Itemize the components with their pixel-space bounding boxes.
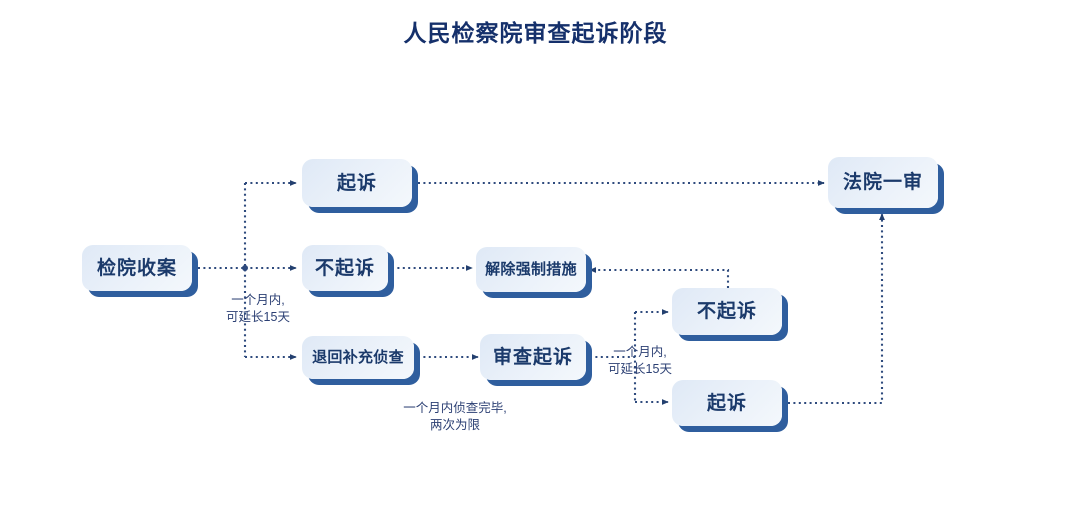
node-no-prosecute-right-label: 不起诉 [696, 301, 757, 322]
edge-no-prosecute-right-to-release [589, 267, 730, 288]
edge-label-intake-time: 一个月内, 可延长15天 [226, 293, 290, 324]
node-return-supplement[interactable]: 退回补充侦查 [302, 336, 414, 379]
node-return-supplement-label: 退回补充侦查 [312, 349, 404, 366]
node-prosecute-top-label: 起诉 [336, 172, 377, 194]
branch-junction-dot [242, 265, 248, 271]
node-intake[interactable]: 检院收案 [82, 245, 192, 291]
node-review-prosecution[interactable]: 审查起诉 [480, 334, 586, 380]
node-prosecute-right[interactable]: 起诉 [672, 380, 782, 426]
node-court-first-trial[interactable]: 法院一审 [828, 157, 938, 208]
edge-label-supplement-time: 一个月内侦查完毕, 两次为限 [403, 401, 507, 432]
node-prosecute-right-label: 起诉 [706, 392, 747, 414]
node-no-prosecute-right[interactable]: 不起诉 [672, 288, 782, 335]
node-release-measures-label: 解除强制措施 [485, 261, 577, 278]
page-title: 人民检察院审查起诉阶段 [403, 20, 668, 46]
edge-label-review-time: 一个月内, 可延长15天 [608, 345, 672, 376]
node-prosecute-top[interactable]: 起诉 [302, 159, 412, 207]
node-no-prosecute-mid-label: 不起诉 [314, 257, 375, 279]
edge-prosecute-right-to-court [788, 213, 885, 405]
node-release-measures[interactable]: 解除强制措施 [476, 247, 586, 292]
node-intake-label: 检院收案 [96, 257, 177, 279]
node-no-prosecute-mid[interactable]: 不起诉 [302, 245, 388, 291]
node-court-first-trial-label: 法院一审 [842, 172, 923, 193]
node-review-prosecution-label: 审查起诉 [492, 346, 573, 368]
